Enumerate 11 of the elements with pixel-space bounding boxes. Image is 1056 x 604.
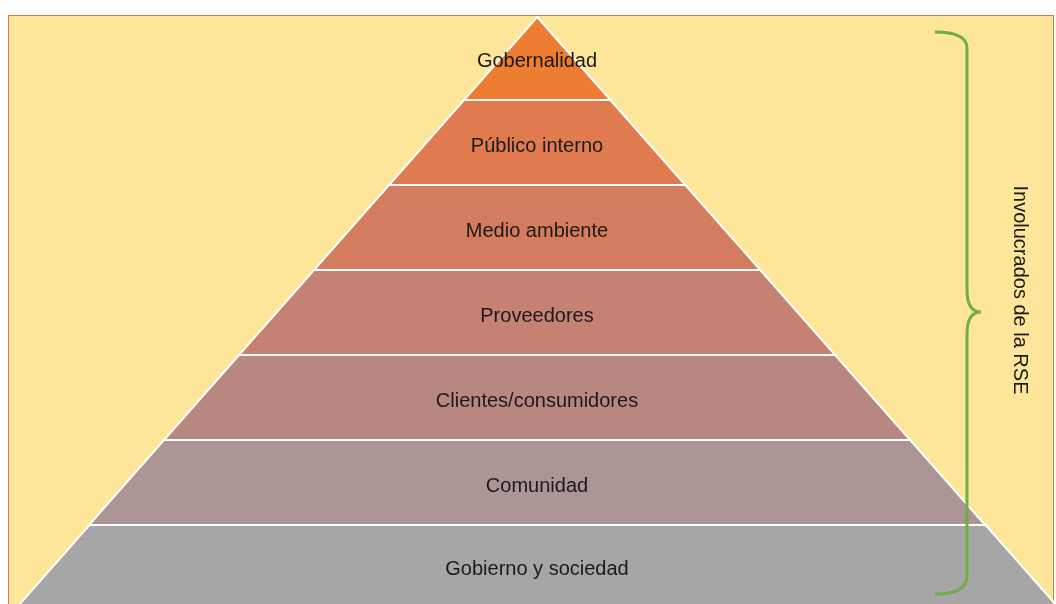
tier-label: Gobierno y sociedad — [445, 556, 629, 579]
tier-label: Proveedores — [480, 303, 594, 326]
tier-label: Comunidad — [485, 473, 589, 496]
pyramid-tier — [17, 525, 1056, 604]
pyramid-tier — [313, 185, 761, 270]
pyramid-tier — [238, 270, 836, 355]
tier-label: Medio ambiente — [465, 218, 609, 241]
side-label: Involucrados de la RSE — [1008, 185, 1032, 395]
tier-label: Clientes/consumidores — [435, 388, 639, 411]
pyramid-tier — [388, 100, 686, 185]
tier-label: Público interno — [470, 133, 604, 156]
